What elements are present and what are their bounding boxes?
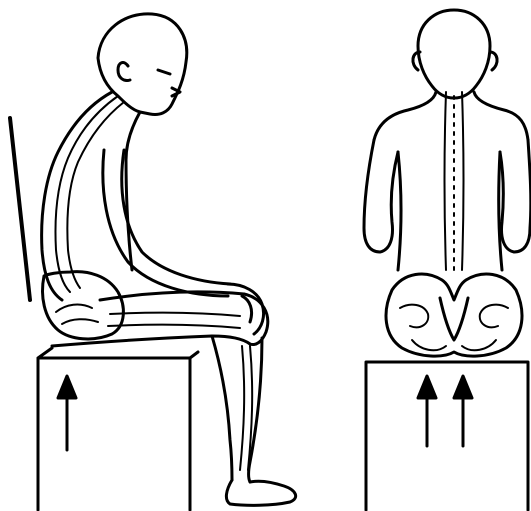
side-ear (118, 63, 130, 81)
back-spine-right (462, 92, 464, 270)
back-view-figure (364, 10, 531, 510)
back-spine-left (445, 92, 447, 270)
side-calf (212, 336, 232, 480)
side-spine (56, 96, 119, 292)
back-arm-right (500, 140, 531, 252)
up-arrow-icon-right (454, 376, 472, 446)
side-spine-inner (67, 102, 124, 288)
side-stool (38, 348, 198, 510)
back-ear-right (490, 52, 497, 70)
back-arm-left (364, 140, 398, 252)
back-pelvis-detail-left (400, 305, 428, 328)
side-foot (226, 480, 295, 505)
back-sacrum (440, 298, 468, 340)
side-pelvis-detail (56, 305, 98, 324)
side-head (98, 14, 187, 115)
back-pelvis-detail-right (480, 305, 508, 328)
side-tibia (240, 346, 252, 470)
side-view-figure (10, 14, 296, 510)
back-torso-left (398, 152, 401, 270)
back-stool (366, 362, 528, 510)
back-pelvis (386, 274, 522, 356)
chair-backrest (10, 118, 30, 300)
up-arrow-icon-left (418, 376, 436, 446)
side-femur (108, 313, 240, 328)
back-sitting-bones (412, 340, 496, 350)
side-face (158, 70, 180, 96)
side-upper-arm-inner (122, 150, 230, 284)
back-head (418, 10, 490, 98)
up-arrow-icon (58, 376, 76, 450)
